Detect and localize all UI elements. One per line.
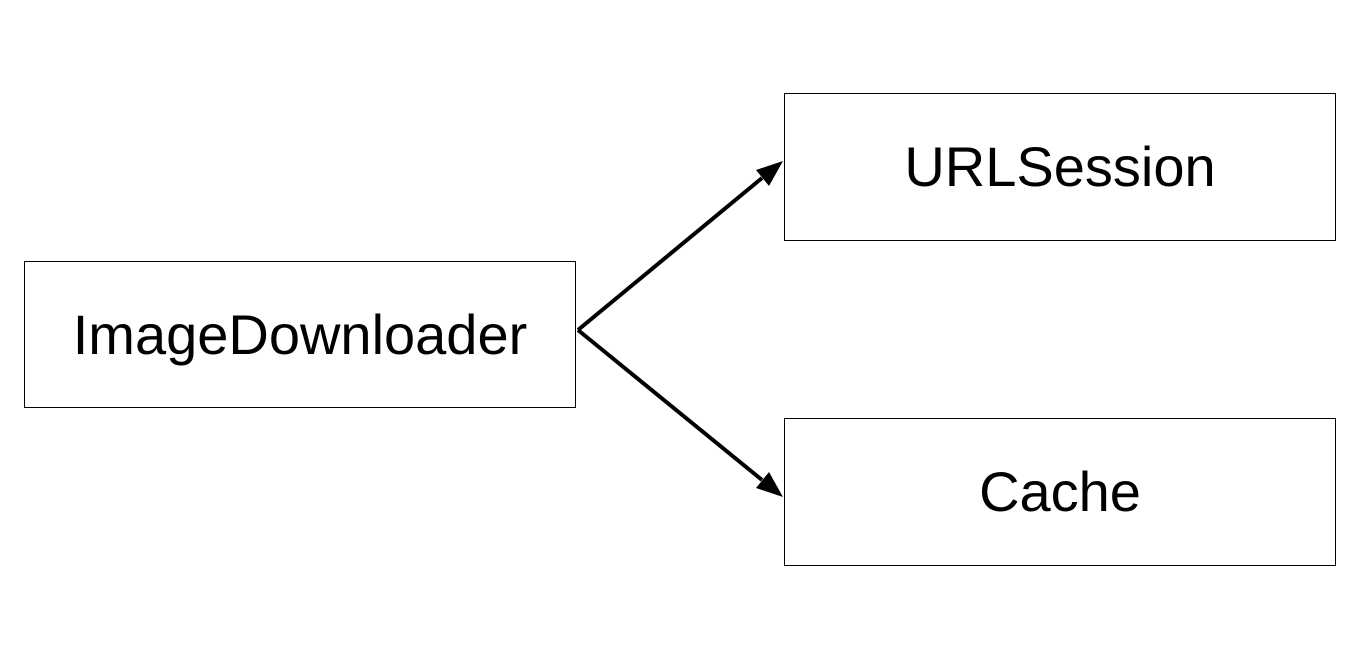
arrowhead-icon (756, 161, 783, 186)
arrow-to-cache (576, 328, 783, 497)
arrowhead-icon (756, 472, 783, 497)
node-label-cache: Cache (979, 460, 1141, 523)
node-image-downloader: ImageDownloader (24, 261, 576, 408)
node-label-image-downloader: ImageDownloader (72, 302, 528, 366)
node-urlsession: URLSession (784, 93, 1336, 241)
node-cache: Cache (784, 418, 1336, 566)
arrow-to-urlsession (576, 161, 783, 332)
node-label-urlsession: URLSession (904, 135, 1216, 198)
